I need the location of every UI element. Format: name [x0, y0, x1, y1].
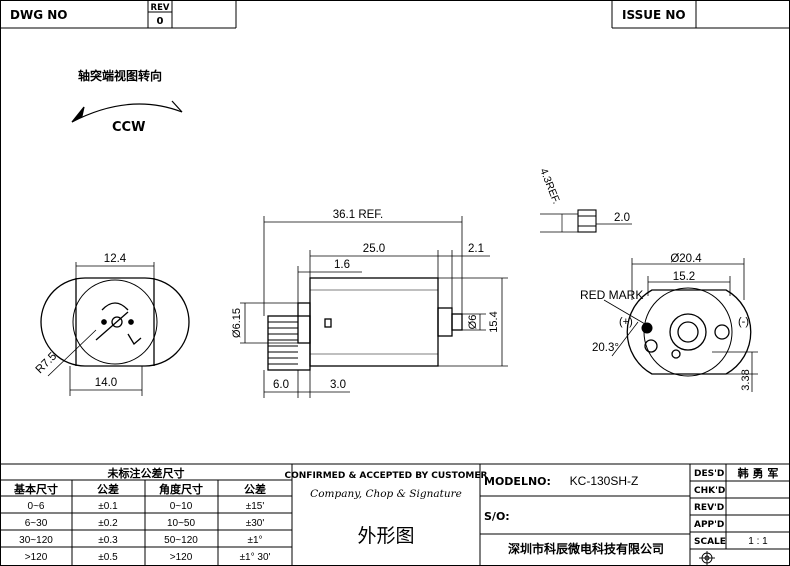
red-mark-label: RED MARK	[580, 288, 643, 302]
tolerance-cell: ±15'	[246, 501, 265, 512]
tolerance-cell: 50~120	[164, 535, 198, 546]
flange-length-label: 3.0	[330, 379, 346, 391]
tolerance-header-row: 基本尺寸 公差 角度尺寸 公差	[13, 482, 266, 496]
title-block-grid	[0, 463, 790, 566]
terminal-detail	[540, 209, 632, 233]
rotation-title: 轴突端视图转向	[78, 68, 162, 83]
side-view	[267, 277, 463, 371]
front-view	[40, 277, 190, 367]
tolerance-cell: ±1°	[247, 535, 262, 546]
tolerance-cell: >120	[25, 552, 48, 563]
rev-value: 0	[157, 16, 164, 27]
tolerance-cell: ±0.2	[98, 518, 118, 529]
des-label: DES'D	[694, 469, 724, 479]
confirm-subtitle: Company, Chop & Signature	[310, 488, 462, 500]
minus-label: (-)	[738, 316, 749, 328]
rev-d-label: REV'D	[694, 503, 724, 513]
model-label: MODELNO:	[484, 475, 551, 488]
plus-label: (+)	[619, 316, 633, 328]
tolerance-header: 公差	[244, 482, 266, 496]
confirm-title: CONFIRMED & ACCEPTED BY CUSTOMER	[285, 471, 488, 481]
overall-length-label: 36.1 REF.	[333, 209, 384, 221]
so-label: S/O:	[484, 510, 510, 523]
body-length-label: 25.0	[363, 243, 385, 255]
chk-label: CHK'D	[694, 486, 725, 496]
tolerance-cell: ±1° 30'	[240, 552, 271, 563]
rotation-arrow	[71, 100, 183, 123]
tolerance-cell: 0~6	[28, 501, 45, 512]
tolerance-title: 未标注公差尺寸	[107, 466, 185, 480]
tolerance-header: 基本尺寸	[13, 482, 58, 496]
tolerance-cell: ±0.3	[98, 535, 118, 546]
red-mark-dot	[641, 322, 653, 334]
tolerance-cell: 30~120	[19, 535, 53, 546]
shaft-dia-label: Ø6.15	[231, 308, 243, 338]
model-value: KC-130SH-Z	[570, 474, 639, 488]
tolerance-cell: ±0.1	[98, 501, 118, 512]
shaft-step-label: 1.6	[334, 259, 350, 271]
scale-value: 1 : 1	[748, 536, 768, 547]
tolerance-row: 6~30 ±0.2 10~50 ±30'	[25, 518, 265, 529]
tolerance-header: 公差	[97, 482, 119, 496]
rev-label: REV	[151, 3, 170, 13]
shaft-length-label: 6.0	[273, 379, 289, 391]
end-dimension-lines	[603, 258, 758, 392]
scale-label: SCALE	[694, 537, 726, 547]
tolerance-row: 0~6 ±0.1 0~10 ±15'	[28, 501, 265, 512]
front-dimension-lines	[47, 262, 155, 396]
tolerance-cell: >120	[170, 552, 193, 563]
tolerance-cell: 10~50	[167, 518, 196, 529]
company-name: 深圳市科辰微电科技有限公司	[508, 541, 664, 556]
drawing-name: 外形图	[357, 525, 414, 547]
right-boss-label: 2.1	[468, 243, 484, 255]
app-label: APP'D	[694, 520, 724, 530]
tolerance-row: 30~120 ±0.3 50~120 ±1°	[19, 535, 262, 546]
tolerance-cell: ±30'	[246, 518, 265, 529]
terminal-gap-label: 2.0	[614, 212, 630, 224]
end-dia-label: Ø20.4	[670, 253, 702, 265]
issue-no-label: ISSUE NO	[622, 8, 686, 22]
shaft-hatching	[268, 321, 298, 365]
tolerance-cell: 0~10	[170, 501, 193, 512]
front-width-label: 12.4	[104, 253, 127, 265]
tolerance-cell: ±0.5	[98, 552, 118, 563]
projection-symbol-icon	[699, 551, 715, 565]
terminal-ref-label: 4.3REF.	[537, 167, 562, 206]
front-offset-label: 14.0	[95, 377, 117, 389]
dwg-no-label: DWG NO	[10, 8, 67, 22]
tolerance-header: 角度尺寸	[159, 482, 203, 496]
boss-dia-label: Ø6	[467, 315, 479, 330]
rotation-direction: CCW	[112, 120, 145, 135]
body-height-label: 15.4	[488, 311, 500, 332]
side-dimension-lines	[240, 216, 508, 398]
end-offset-label: 3.38	[740, 369, 752, 390]
tolerance-row: >120 ±0.5 >120 ±1° 30'	[25, 552, 271, 563]
angle-label: 20.3°	[592, 342, 619, 354]
des-value: 韩 勇 军	[738, 466, 779, 480]
end-width-label: 15.2	[673, 271, 695, 283]
tolerance-cell: 6~30	[25, 518, 48, 529]
